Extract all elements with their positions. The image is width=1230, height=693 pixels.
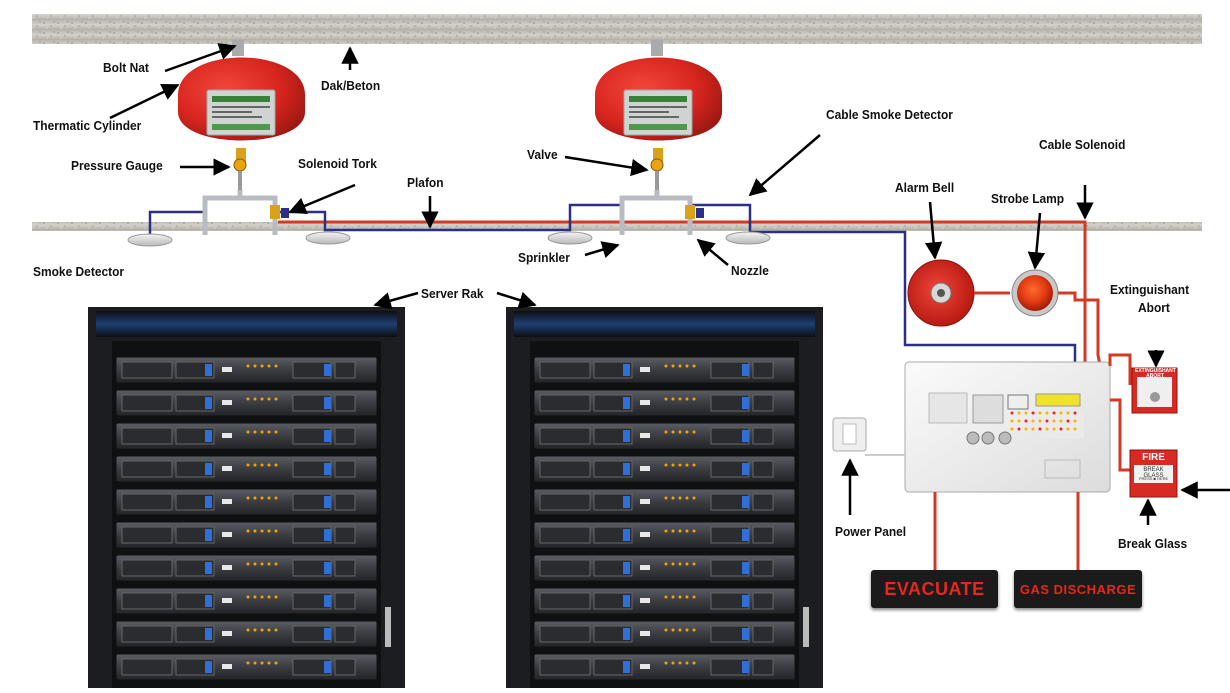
label-dak-beton: Dak/Beton [321, 78, 381, 93]
label-extinguishant: Extinguishant [1110, 282, 1190, 297]
server-unit [115, 488, 378, 516]
server-unit [533, 554, 796, 582]
panel-led [1059, 427, 1063, 431]
power-panel [832, 417, 867, 452]
label-alarm-bell: Alarm Bell [895, 180, 955, 195]
smoke-detector-3 [547, 231, 593, 245]
panel-led [1031, 427, 1035, 431]
panel-led [1059, 411, 1063, 415]
server-rack-2 [506, 307, 823, 688]
label-nozzle: Nozzle [731, 263, 769, 278]
panel-led [1038, 427, 1042, 431]
server-unit [533, 521, 796, 549]
panel-led [1045, 427, 1049, 431]
leader-arrows [109, 43, 1230, 525]
server-unit [115, 620, 378, 648]
label-valve: Valve [527, 147, 558, 162]
smoke-detector-4 [725, 231, 771, 245]
panel-led [1052, 427, 1056, 431]
server-unit [115, 521, 378, 549]
label-smoke-detector: Smoke Detector [33, 264, 125, 279]
abort-unit-text: EXTINGUISHANT ABORT [1135, 368, 1176, 379]
server-unit [533, 389, 796, 417]
break-glass-text: BREAK GLASS [1143, 467, 1164, 479]
panel-led [1059, 419, 1063, 423]
panel-led [1052, 411, 1056, 415]
panel-led [1073, 427, 1077, 431]
thermatic-cylinder-2 [595, 40, 722, 190]
break-glass-unit [1129, 449, 1178, 498]
label-plafon: Plafon [407, 175, 444, 190]
server-unit [533, 422, 796, 450]
break-glass-fire-text: FIRE [1142, 452, 1165, 463]
server-unit [533, 587, 796, 615]
panel-led [1038, 419, 1042, 423]
panel-led [1052, 419, 1056, 423]
server-unit [115, 356, 378, 384]
server-unit [533, 653, 796, 681]
server-unit [115, 389, 378, 417]
label-server-rak: Server Rak [421, 286, 484, 301]
server-unit [533, 455, 796, 483]
break-glass-small-text: PRESS ■ HERE [1138, 476, 1169, 481]
cable-smoke-detector-lines [148, 203, 1077, 365]
evacuate-sign: EVACUATE [871, 570, 998, 608]
panel-led [1038, 411, 1042, 415]
label-power-panel: Power Panel [835, 524, 907, 539]
panel-led [1024, 427, 1028, 431]
server-rack-1 [88, 307, 405, 688]
panel-led [1017, 411, 1021, 415]
label-cable-solenoid: Cable Solenoid [1039, 137, 1126, 152]
panel-led [1017, 427, 1021, 431]
server-unit [115, 455, 378, 483]
label-strobe-lamp: Strobe Lamp [991, 191, 1065, 206]
label-solenoid-tork: Solenoid Tork [298, 156, 377, 171]
solenoid-tork-body [270, 205, 280, 219]
server-unit [115, 422, 378, 450]
panel-led [1010, 427, 1014, 431]
server-unit [533, 620, 796, 648]
smoke-detector-2 [305, 231, 351, 245]
server-unit [533, 356, 796, 384]
server-unit [533, 488, 796, 516]
panel-led [1073, 411, 1077, 415]
panel-led [1066, 427, 1070, 431]
smoke-detector-1 [127, 233, 173, 247]
panel-led [1010, 419, 1014, 423]
gas-discharge-sign: GAS DISCHARGE [1014, 570, 1142, 608]
panel-led [1066, 411, 1070, 415]
nozzle-valve-body [685, 205, 695, 219]
strobe-lamp [1011, 269, 1059, 317]
panel-led [1024, 419, 1028, 423]
extinguishant-abort-unit [1131, 367, 1178, 414]
panel-led [1066, 419, 1070, 423]
server-unit [115, 587, 378, 615]
panel-led [1073, 419, 1077, 423]
label-bolt-nat: Bolt Nat [103, 60, 149, 75]
panel-led [1017, 419, 1021, 423]
server-unit [115, 653, 378, 681]
panel-led [1045, 411, 1049, 415]
thermatic-cylinder-1 [178, 40, 305, 190]
panel-led [1045, 419, 1049, 423]
concrete-roof-slab [32, 14, 1202, 44]
panel-led [1024, 411, 1028, 415]
label-pressure-gauge: Pressure Gauge [71, 158, 163, 173]
pipe-assembly-1 [202, 190, 278, 235]
alarm-bell [907, 259, 975, 327]
label-sprinkler: Sprinkler [518, 250, 570, 265]
label-thermatic-cylinder: Thermatic Cylinder [33, 118, 142, 133]
panel-led [1031, 411, 1035, 415]
pipe-assembly-2 [619, 190, 693, 235]
fire-alarm-control-panel [904, 361, 1111, 493]
label-abort: Abort [1138, 300, 1170, 315]
plafon-ceiling [32, 222, 1202, 231]
panel-led [1010, 411, 1014, 415]
label-cable-smoke-detector: Cable Smoke Detector [826, 107, 953, 122]
panel-led [1031, 419, 1035, 423]
label-break-glass: Break Glass [1118, 536, 1188, 551]
server-unit [115, 554, 378, 582]
